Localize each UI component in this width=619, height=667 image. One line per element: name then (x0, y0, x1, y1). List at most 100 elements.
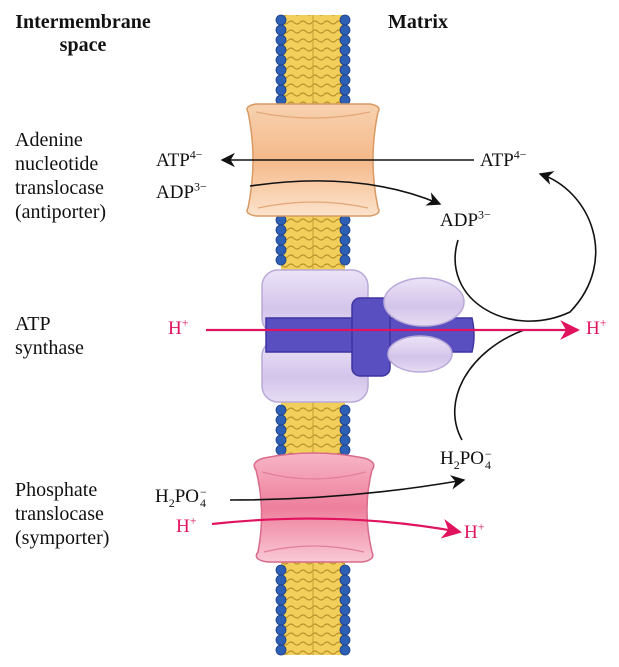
phosphate-charge-stack: −4 (200, 484, 207, 510)
phospholipid-head (275, 224, 287, 236)
adp-intermembrane-label: ADP3− (156, 179, 207, 204)
atp-synthase-label-line2: synthase (15, 337, 84, 359)
phospholipid-head (339, 644, 351, 656)
phospholipid-head (275, 74, 287, 86)
transport-arrows (206, 152, 597, 539)
phospholipid-head (275, 614, 287, 626)
phospholipid-head (339, 614, 351, 626)
atp-matrix-label: ATP4− (480, 147, 527, 172)
proton-symport-arrow (211, 517, 462, 539)
phospholipid-head (339, 234, 351, 246)
phospholipid-head (339, 584, 351, 596)
phosphate-po: PO (174, 486, 200, 507)
phospholipid-head (275, 584, 287, 596)
symporter-label-line3: (symporter) (15, 527, 110, 549)
atp-synthase-protein (261, 269, 475, 403)
antiporter-label-line3: translocase (15, 177, 104, 199)
phosphate-matrix-label: H2PO−4 (440, 448, 492, 471)
adp-base: ADP (440, 210, 479, 231)
phospholipid-head (339, 564, 351, 576)
intermembrane-space-header: Intermembrane space (15, 11, 151, 56)
phospholipid-head (275, 34, 287, 46)
phosphate-sub4: 4 (485, 457, 492, 472)
phospholipid-head (339, 574, 351, 586)
phospholipid-head (339, 224, 351, 236)
phospholipid-head (339, 64, 351, 76)
phospholipid-head (275, 234, 287, 246)
phospholipid-head (339, 84, 351, 96)
phosphate-h: H (155, 486, 169, 507)
adp-import-arrow (249, 180, 442, 206)
phospholipid-head (275, 604, 287, 616)
phosphate-po: PO (459, 448, 485, 469)
antiporter-label: Adenine nucleotide translocase (antiport… (15, 128, 106, 224)
phospholipid-head (275, 414, 287, 426)
proton-charge: + (181, 315, 189, 330)
atp-intermembrane-label: ATP4− (156, 149, 203, 172)
symporter-protein (253, 452, 375, 563)
phospholipid-head (275, 444, 287, 456)
symporter-label-line2: translocase (15, 503, 104, 525)
symporter-label: Phosphate translocase (symporter) (15, 478, 109, 550)
proton-charge: + (599, 315, 607, 330)
phosphate-sub2: 2 (453, 457, 460, 472)
phospholipid-head (275, 574, 287, 586)
phosphate-to-synthase-arrow (453, 329, 525, 441)
symporter-label-line1: Phosphate (15, 479, 98, 501)
phosphate-sub4: 4 (200, 495, 207, 510)
phosphate-charge: − (200, 484, 207, 499)
adp-base: ADP (156, 182, 195, 203)
phospholipid-head (339, 414, 351, 426)
phospholipid-head (275, 564, 287, 576)
phospholipid-head (339, 404, 351, 416)
phospholipid-head (275, 64, 287, 76)
phospholipid-head (275, 624, 287, 636)
proton-base: H (168, 318, 182, 339)
atp-charge: 4− (513, 147, 527, 162)
proton-intermembrane-synthase-label: H+ (168, 315, 189, 340)
antiporter-label-line1: Adenine (15, 129, 83, 151)
phospholipid-heads (275, 14, 351, 656)
phosphate-intermembrane-label: H2PO−4 (155, 486, 207, 509)
phospholipid-head (339, 74, 351, 86)
phospholipid-head (339, 424, 351, 436)
phospholipid-head (275, 254, 287, 266)
phospholipid-head (275, 644, 287, 656)
proton-base: H (586, 318, 600, 339)
phospholipid-head (275, 434, 287, 446)
phospholipid-head (339, 594, 351, 606)
phospholipid-head (339, 434, 351, 446)
adp-matrix-label: ADP3− (440, 207, 491, 232)
adp-to-atp-arrow (454, 171, 597, 322)
atp-synthase-label: ATP synthase (15, 312, 84, 360)
phospholipid-head (275, 594, 287, 606)
antiporter-label-line4: (antiporter) (15, 201, 107, 223)
phospholipid-head (339, 624, 351, 636)
antiporter-label-line2: nucleotide (15, 153, 99, 175)
phospholipid-head (275, 54, 287, 66)
phospholipid-head (275, 404, 287, 416)
adp-charge: 3− (478, 207, 491, 222)
phospholipid-head (339, 604, 351, 616)
phosphate-charge: − (485, 446, 492, 461)
phospholipid-head (339, 24, 351, 36)
proton-base: H (176, 516, 190, 537)
proton-charge: + (189, 513, 197, 528)
atp-base: ATP (156, 150, 190, 171)
phospholipid-head (339, 634, 351, 646)
phospholipid-head (275, 634, 287, 646)
proton-matrix-synthase-label: H+ (586, 315, 607, 340)
phospholipid-head (339, 44, 351, 56)
proton-matrix-symport-label: H+ (464, 521, 485, 544)
phospholipid-head (339, 244, 351, 256)
phospholipid-head (339, 14, 351, 26)
phospholipid-head (339, 444, 351, 456)
matrix-header: Matrix (388, 11, 448, 33)
phospholipid-head (275, 44, 287, 56)
proton-base: H (464, 522, 478, 543)
adp-charge: 3− (194, 179, 207, 194)
phospholipid-head (275, 84, 287, 96)
phosphate-h: H (440, 448, 454, 469)
atp-synthase-label-line1: ATP (15, 313, 51, 335)
